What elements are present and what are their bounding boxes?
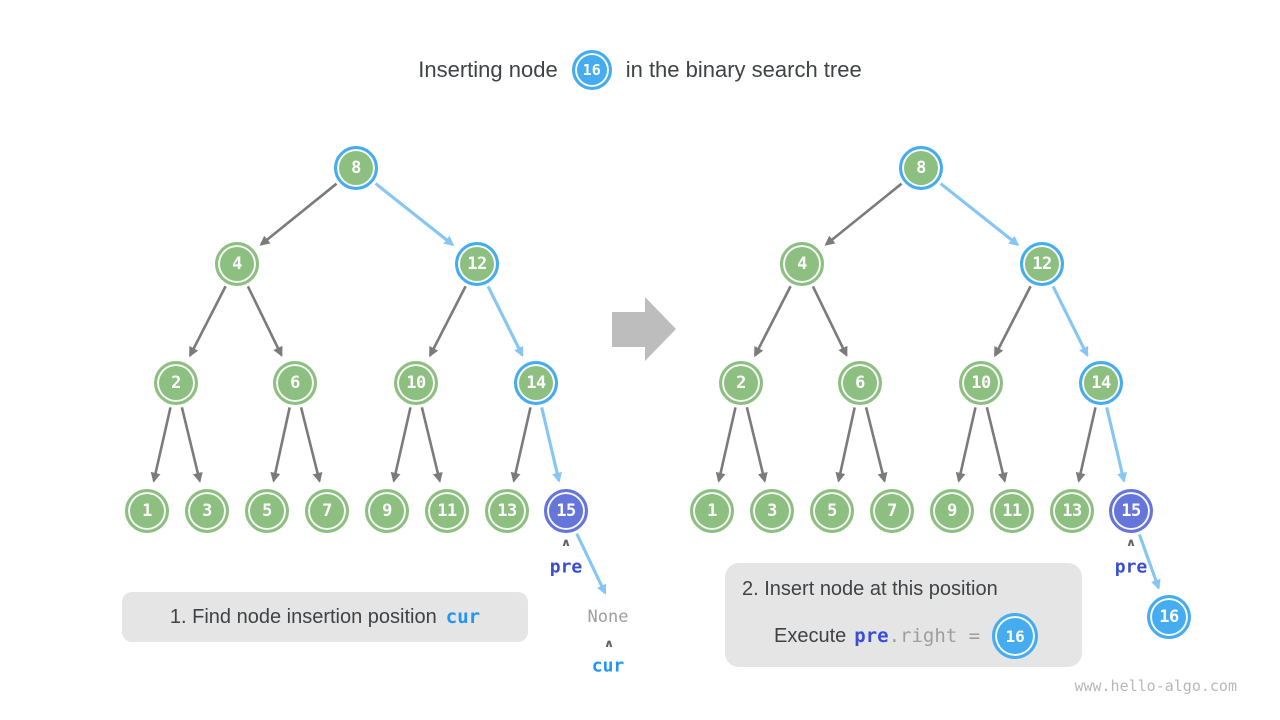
tree-node-11: 11 bbox=[425, 489, 469, 533]
tree-edge-4-2 bbox=[753, 285, 792, 358]
cur-code-token: cur bbox=[445, 606, 481, 628]
tree-node-7: 7 bbox=[305, 489, 349, 533]
tree-node-2: 2 bbox=[719, 361, 763, 405]
tree-edge-12-10 bbox=[993, 285, 1032, 358]
tree-node-5: 5 bbox=[245, 489, 289, 533]
right-assignment-code: .right = bbox=[888, 625, 981, 647]
title-node-value: 16 bbox=[582, 61, 601, 79]
step2-caption-line1: 2. Insert node at this position bbox=[742, 578, 998, 600]
tree-edge-2-1 bbox=[715, 407, 737, 483]
tree-node-5: 5 bbox=[810, 489, 854, 533]
tree-node-7: 7 bbox=[870, 489, 914, 533]
tree-node-6: 6 bbox=[838, 361, 882, 405]
caret-up-icon: ∧ bbox=[603, 637, 615, 651]
tree-node-10: 10 bbox=[394, 361, 438, 405]
tree-node-9: 9 bbox=[930, 489, 974, 533]
tree-node-12: 12 bbox=[455, 242, 499, 286]
tree-node-1: 1 bbox=[125, 489, 169, 533]
pre-pointer-label: pre bbox=[549, 556, 583, 578]
tree-node-14: 14 bbox=[514, 361, 558, 405]
tree-edge-8-12 bbox=[939, 182, 1020, 246]
step2-caption-line2: Execute pre .right = 16 bbox=[774, 613, 1082, 659]
tree-node-10: 10 bbox=[959, 361, 1003, 405]
cur-pointer-label: cur bbox=[591, 655, 625, 677]
step2-caption: 2. Insert node at this position Execute … bbox=[725, 563, 1082, 667]
tree-node-4: 4 bbox=[215, 242, 259, 286]
step2-execute-text: Execute bbox=[774, 624, 847, 647]
tree-node-2: 2 bbox=[154, 361, 198, 405]
tree-node-16: 16 bbox=[1147, 595, 1191, 639]
tree-node-4: 4 bbox=[780, 242, 824, 286]
tree-edge-4-6 bbox=[811, 285, 848, 357]
caret-up-icon: ∧ bbox=[1125, 536, 1137, 550]
tree-edge-2-1 bbox=[150, 407, 172, 483]
tree-edge-14-13 bbox=[510, 407, 532, 483]
diagram-title: Inserting node 16 in the binary search t… bbox=[0, 50, 1280, 90]
tree-edge-2-3 bbox=[745, 406, 768, 483]
tree-edge-4-6 bbox=[246, 285, 283, 357]
tree-edge-10-11 bbox=[420, 406, 443, 483]
tree-edge-6-7 bbox=[299, 406, 323, 483]
tree-edge-6-5 bbox=[270, 407, 291, 483]
tree-edge-4-2 bbox=[188, 285, 227, 358]
caption-node-value: 16 bbox=[1005, 626, 1025, 646]
title-text-prefix: Inserting node bbox=[418, 57, 558, 82]
title-node-badge: 16 bbox=[571, 50, 612, 90]
tree-node-13: 13 bbox=[1050, 489, 1094, 533]
tree-edge-12-14 bbox=[486, 285, 524, 358]
title-text-suffix: in the binary search tree bbox=[625, 57, 862, 82]
tree-edge-2-3 bbox=[180, 406, 203, 483]
none-label: None bbox=[587, 607, 629, 627]
step1-caption: 1. Find node insertion position cur bbox=[122, 592, 528, 642]
tree-node-13: 13 bbox=[485, 489, 529, 533]
tree-node-14: 14 bbox=[1079, 361, 1123, 405]
tree-edge-14-13 bbox=[1075, 407, 1097, 483]
tree-node-3: 3 bbox=[750, 489, 794, 533]
caption-node-badge: 16 bbox=[992, 613, 1039, 659]
caret-up-icon: ∧ bbox=[560, 536, 572, 550]
tree-edge-14-15 bbox=[540, 406, 562, 483]
tree-edge-10-9 bbox=[390, 407, 412, 483]
tree-edge-12-14 bbox=[1051, 285, 1089, 358]
tree-node-9: 9 bbox=[365, 489, 409, 533]
tree-edge-8-4 bbox=[259, 182, 338, 246]
pre-pointer-label: pre bbox=[1114, 556, 1148, 578]
tree-edge-6-7 bbox=[864, 406, 888, 483]
tree-node-1: 1 bbox=[690, 489, 734, 533]
tree-node-15: 15 bbox=[1109, 489, 1153, 533]
watermark: www.hello-algo.com bbox=[1074, 677, 1237, 695]
tree-edge-8-4 bbox=[824, 182, 903, 246]
tree-node-12: 12 bbox=[1020, 242, 1064, 286]
step1-caption-text: 1. Find node insertion position bbox=[169, 605, 437, 628]
transition-arrow-icon bbox=[612, 297, 676, 361]
tree-node-8: 8 bbox=[899, 146, 943, 190]
tree-edge-10-9 bbox=[955, 407, 977, 483]
tree-edge-12-10 bbox=[428, 285, 467, 358]
tree-node-8: 8 bbox=[334, 146, 378, 190]
tree-edge-10-11 bbox=[985, 406, 1008, 483]
tree-node-11: 11 bbox=[990, 489, 1034, 533]
tree-node-3: 3 bbox=[185, 489, 229, 533]
tree-edge-8-12 bbox=[374, 182, 455, 246]
tree-node-15: 15 bbox=[544, 489, 588, 533]
tree-node-6: 6 bbox=[273, 361, 317, 405]
tree-edge-14-15 bbox=[1105, 406, 1127, 483]
tree-edge-6-5 bbox=[835, 407, 856, 483]
pre-code-token: pre bbox=[854, 625, 889, 647]
